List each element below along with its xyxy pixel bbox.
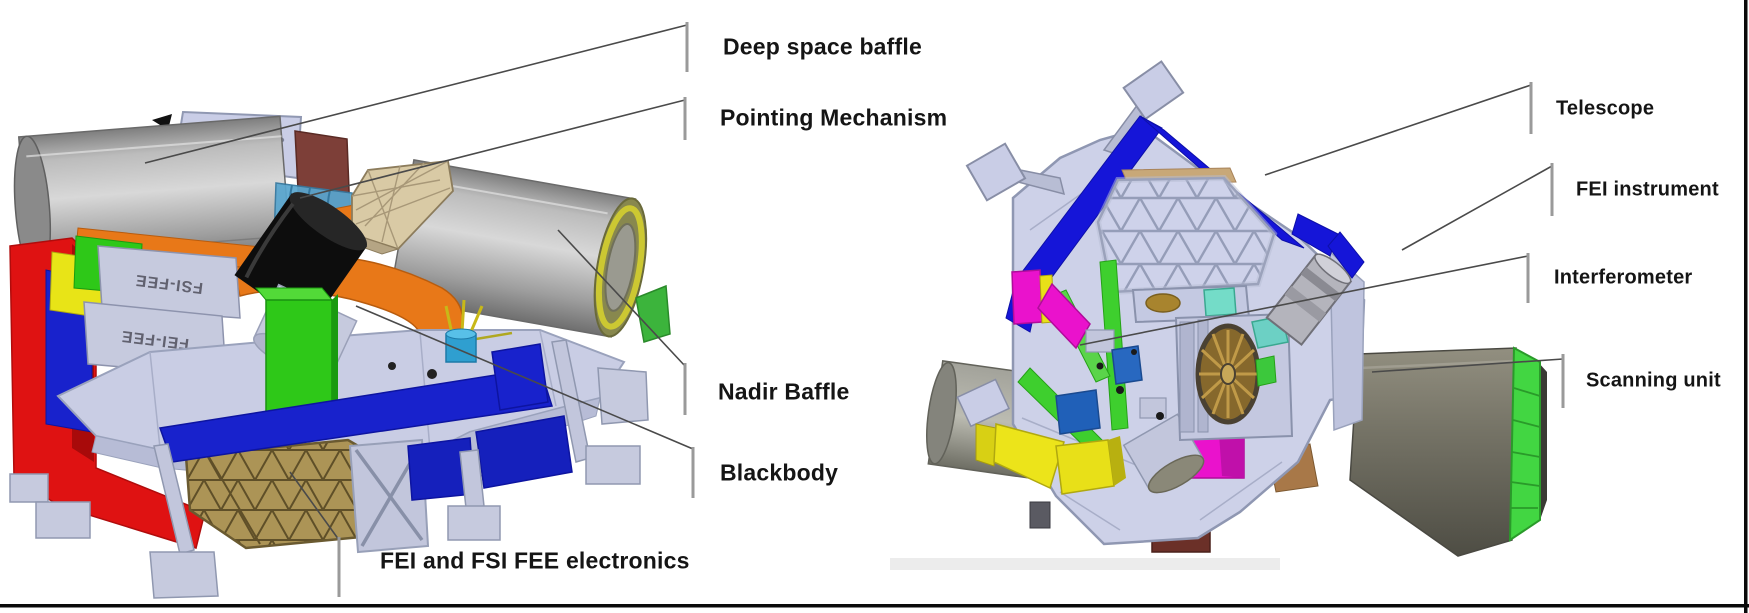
x-brace-panel: [348, 438, 430, 554]
label-scanning-unit: Scanning unit: [1586, 369, 1721, 392]
foot-far-left-upper: [9, 473, 49, 503]
label-pointing-mechanism: Pointing Mechanism: [720, 104, 948, 131]
ground-shadow: [890, 558, 1280, 570]
scan-green-band: [1508, 346, 1541, 542]
leader-lines: [144, 24, 1564, 541]
fsi-fee-box: [97, 245, 241, 319]
yellow-wedges: [975, 423, 1126, 495]
leg-left: [153, 443, 195, 555]
label-interferometer: Interferometer: [1554, 266, 1693, 289]
left-view-model: FSI-FEE FEI-FEE: [9, 110, 671, 599]
nadir-baffle-cylinder: [388, 159, 648, 338]
gold-detail: [1145, 293, 1181, 313]
aft-bracket: [956, 378, 1010, 428]
leader-ticks: [337, 22, 1565, 597]
foot-center: [447, 505, 501, 541]
label-blackbody: Blackbody: [720, 459, 839, 486]
subframe: [1131, 284, 1251, 324]
support-legs: [9, 339, 641, 599]
wheel-green-bit: [1255, 355, 1277, 387]
label-telescope: Telescope: [1556, 97, 1655, 120]
blue-detector-box-2: [1055, 389, 1101, 435]
bottom-border-rule: [0, 604, 1749, 608]
nadir-rim-green-part: [635, 284, 671, 343]
right-view-model: [890, 60, 1547, 570]
foot-left: [149, 551, 219, 599]
foot-right: [585, 445, 641, 485]
label-nadir-baffle: Nadir Baffle: [718, 378, 850, 405]
label-deep-space-baffle: Deep space baffle: [723, 33, 922, 60]
foot-far-left-lower: [35, 501, 91, 539]
blue-detector-box-1: [1111, 345, 1143, 385]
label-fei-instrument: FEI instrument: [1576, 178, 1719, 201]
calibration-unit: [444, 299, 513, 363]
bottom-foot: [1029, 501, 1051, 529]
mounting-brackets: [965, 60, 1185, 202]
honeycomb-panel: [184, 438, 398, 550]
platform-right-bracket: [597, 367, 649, 425]
label-fee-electronics: FEI and FSI FEE electronics: [380, 547, 690, 574]
green-box-large: [254, 287, 338, 419]
teal-window: [1203, 287, 1237, 317]
right-border-rule: [1744, 0, 1748, 613]
scanning-unit-cylinder: [1349, 346, 1547, 557]
